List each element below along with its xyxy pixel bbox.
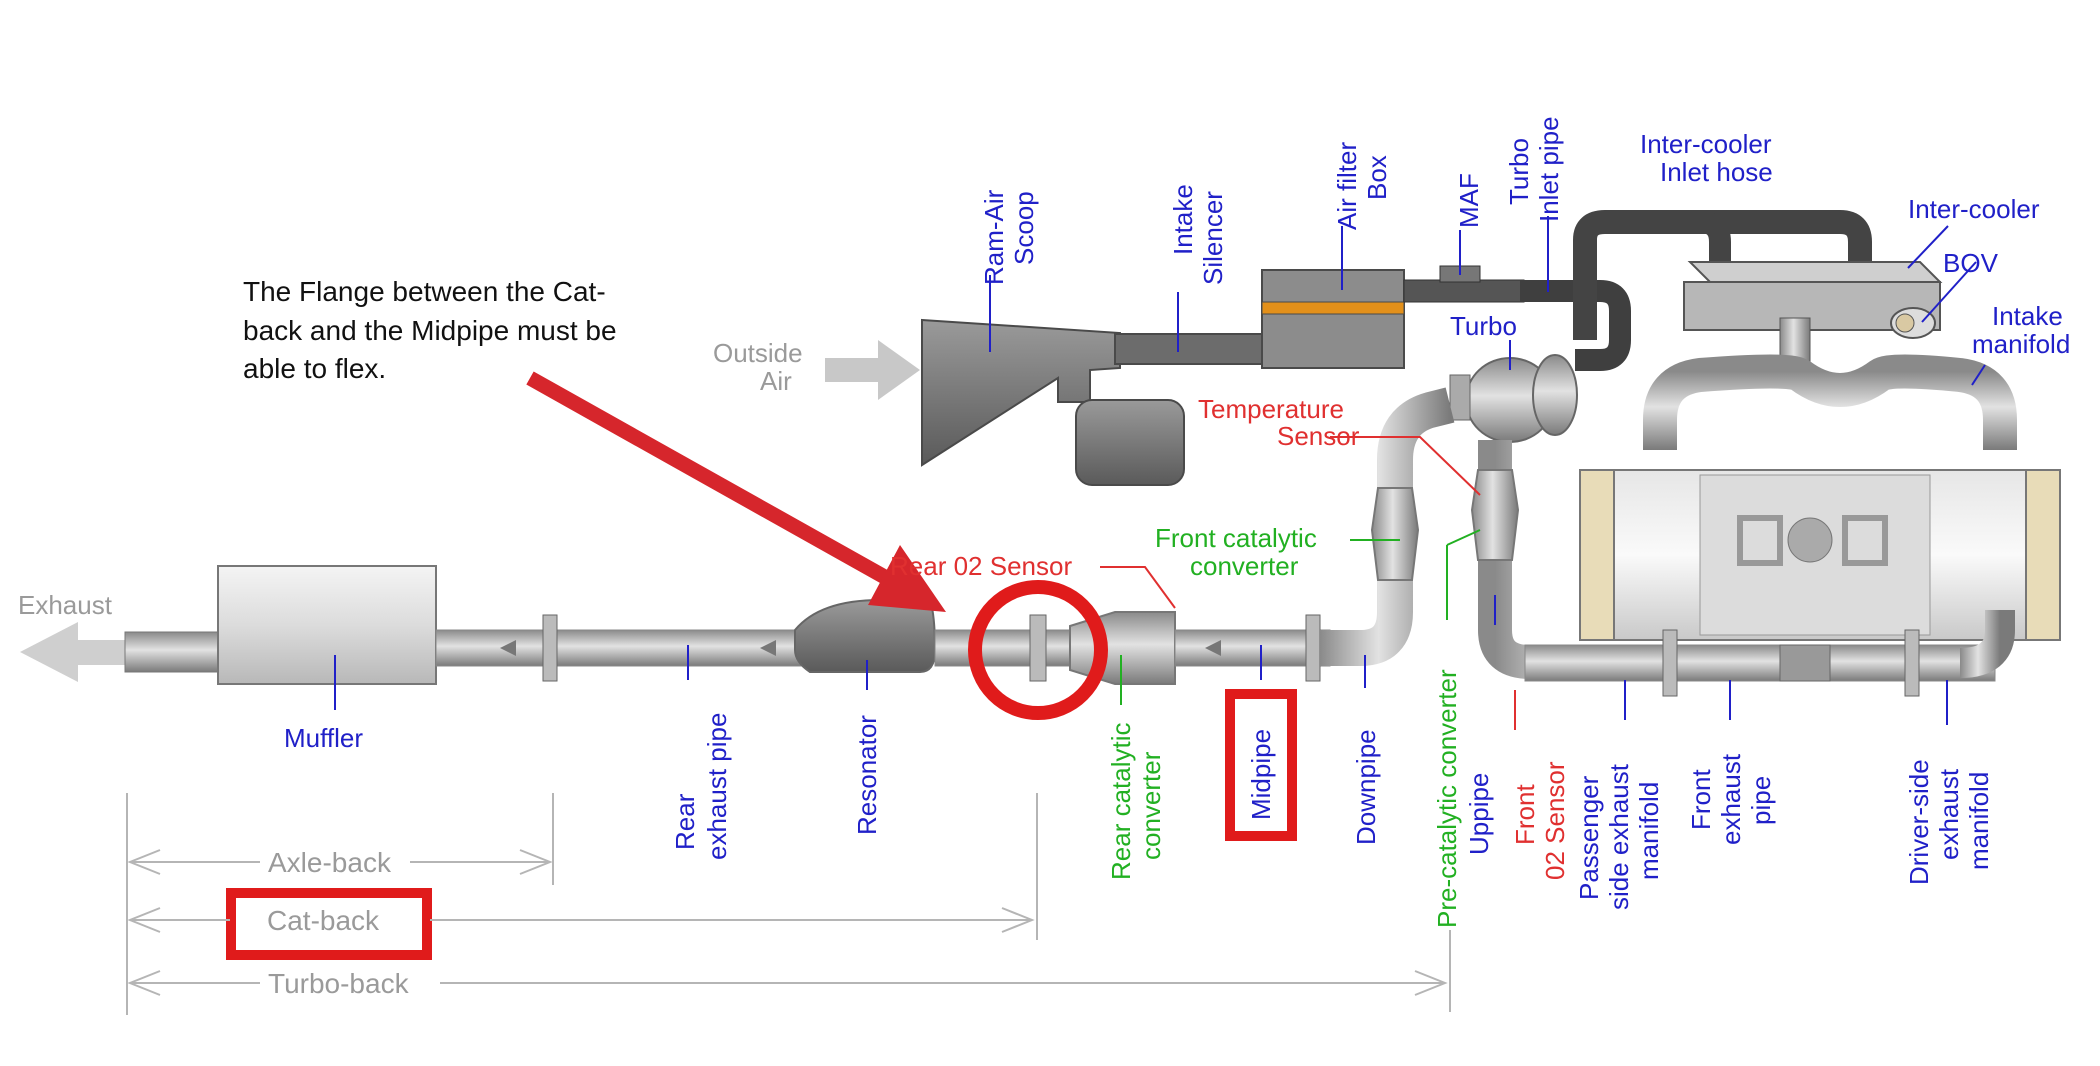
axle-back-label: Axle-back — [268, 847, 392, 878]
cat-back-label: Cat-back — [267, 905, 380, 936]
turbo — [1449, 354, 1578, 443]
driver-manifold-label-3: manifold — [1964, 772, 1994, 870]
pre-cat-label: Pre-catalytic converter — [1432, 669, 1462, 928]
rear-exhaust-pipe-label-1: Rear — [670, 793, 700, 850]
intake-manifold — [1643, 354, 2017, 450]
range-brackets — [126, 793, 1451, 1015]
front-o2-label-2: 02 Sensor — [1540, 761, 1570, 880]
driver-manifold-label-2: exhaust — [1934, 768, 1964, 860]
resonator — [794, 599, 937, 673]
turbo-label: Turbo — [1450, 311, 1517, 341]
driver-manifold-label-1: Driver-side — [1904, 759, 1934, 885]
intake-manifold-label-2: manifold — [1972, 329, 2070, 359]
air-filter-box — [1261, 265, 1525, 369]
midpipe — [1174, 614, 1331, 682]
front-o2-label-1: Front — [1510, 784, 1540, 845]
ram-air-label-2: Scoop — [1009, 191, 1039, 265]
front-exhaust-label-2: exhaust — [1716, 753, 1746, 845]
rear-o2-label: Rear 02 Sensor — [890, 551, 1072, 581]
cat-back-highlight-box — [226, 888, 432, 960]
exhaust-outlet-arrow — [20, 622, 125, 682]
driver-side-exhaust-manifold — [1959, 610, 2015, 678]
intake-manifold-label-1: Intake — [1992, 301, 2063, 331]
cat-leader-lines — [1120, 529, 1481, 705]
downpipe-label: Downpipe — [1351, 729, 1381, 845]
passenger-manifold-label-3: manifold — [1634, 782, 1664, 880]
engine-block — [1579, 469, 2061, 641]
annotation-line-3: able to flex. — [243, 353, 387, 385]
front-exhaust-pipe — [1524, 629, 1996, 697]
turbo-inlet-pipe — [1520, 280, 1631, 371]
intake-silencer-label-2: Silencer — [1198, 191, 1228, 285]
intercooler-label: Inter-cooler — [1908, 194, 2040, 224]
turbo-inlet-label-1: Turbo — [1504, 138, 1534, 205]
muffler — [217, 565, 437, 685]
air-filter-label-1: Air filter — [1332, 142, 1362, 230]
range-labels: Axle-back Cat-back Turbo-back — [267, 847, 410, 999]
intercooler-hose-label-2: Inlet hose — [1660, 157, 1773, 187]
downpipe — [1320, 387, 1455, 666]
annotation-line-2: back and the Midpipe must be — [243, 314, 617, 346]
ram-air-scoop — [921, 318, 1266, 486]
exhaust-label: Exhaust — [18, 590, 113, 620]
annotation-note: The Flange between the Cat- back and the… — [243, 273, 683, 389]
annotation-arrow — [526, 371, 946, 612]
intake-silencer-label-1: Intake — [1168, 184, 1198, 255]
temp-sensor-label-2: Sensor — [1277, 421, 1360, 451]
rear-cat-label-1: Rear catalytic — [1106, 723, 1136, 881]
component-labels: Exhaust Outside Air Muffler Rear exhaust… — [18, 116, 2070, 928]
rear-exhaust-pipe — [435, 614, 807, 682]
outside-air-arrow — [825, 340, 920, 400]
flange-highlight-circle — [968, 580, 1108, 720]
front-exhaust-label-3: pipe — [1746, 776, 1776, 825]
ram-air-label-1: Ram-Air — [979, 189, 1009, 285]
outside-air-label-1: Outside — [713, 338, 803, 368]
midpipe-label: Midpipe — [1246, 729, 1276, 820]
maf-label: MAF — [1454, 173, 1484, 228]
tailpipe — [124, 631, 221, 673]
front-cat-label-2: converter — [1190, 551, 1299, 581]
passenger-manifold-label-1: Passenger — [1574, 775, 1604, 900]
muffler-label: Muffler — [284, 723, 363, 753]
air-filter-label-2: Box — [1362, 155, 1392, 200]
intercooler-hose-label-1: Inter-cooler — [1640, 129, 1772, 159]
front-exhaust-label-1: Front — [1686, 769, 1716, 830]
temp-sensor-label-1: Temperature — [1198, 394, 1344, 424]
front-cat-label-1: Front catalytic — [1155, 523, 1317, 553]
resonator-label: Resonator — [852, 715, 882, 835]
passenger-manifold-label-2: side exhaust — [1604, 763, 1634, 910]
turbo-inlet-label-2: Inlet pipe — [1534, 116, 1564, 222]
intercooler-inlet-hose — [1573, 210, 1872, 340]
intercooler — [1683, 261, 1943, 369]
turbo-back-label: Turbo-back — [268, 968, 410, 999]
bov-label: BOV — [1943, 248, 1999, 278]
midpipe-highlight-box — [1225, 689, 1297, 841]
sensor-leader-lines — [1100, 436, 1516, 730]
leader-lines — [334, 216, 1986, 725]
annotation-line-1: The Flange between the Cat- — [243, 276, 606, 307]
uppipe-label: Uppipe — [1464, 773, 1494, 855]
outside-air-label-2: Air — [760, 366, 792, 396]
rear-cat-label-2: converter — [1136, 751, 1166, 860]
rear-catalytic-converter — [1069, 611, 1176, 685]
rear-exhaust-pipe-label-2: exhaust pipe — [702, 713, 732, 860]
